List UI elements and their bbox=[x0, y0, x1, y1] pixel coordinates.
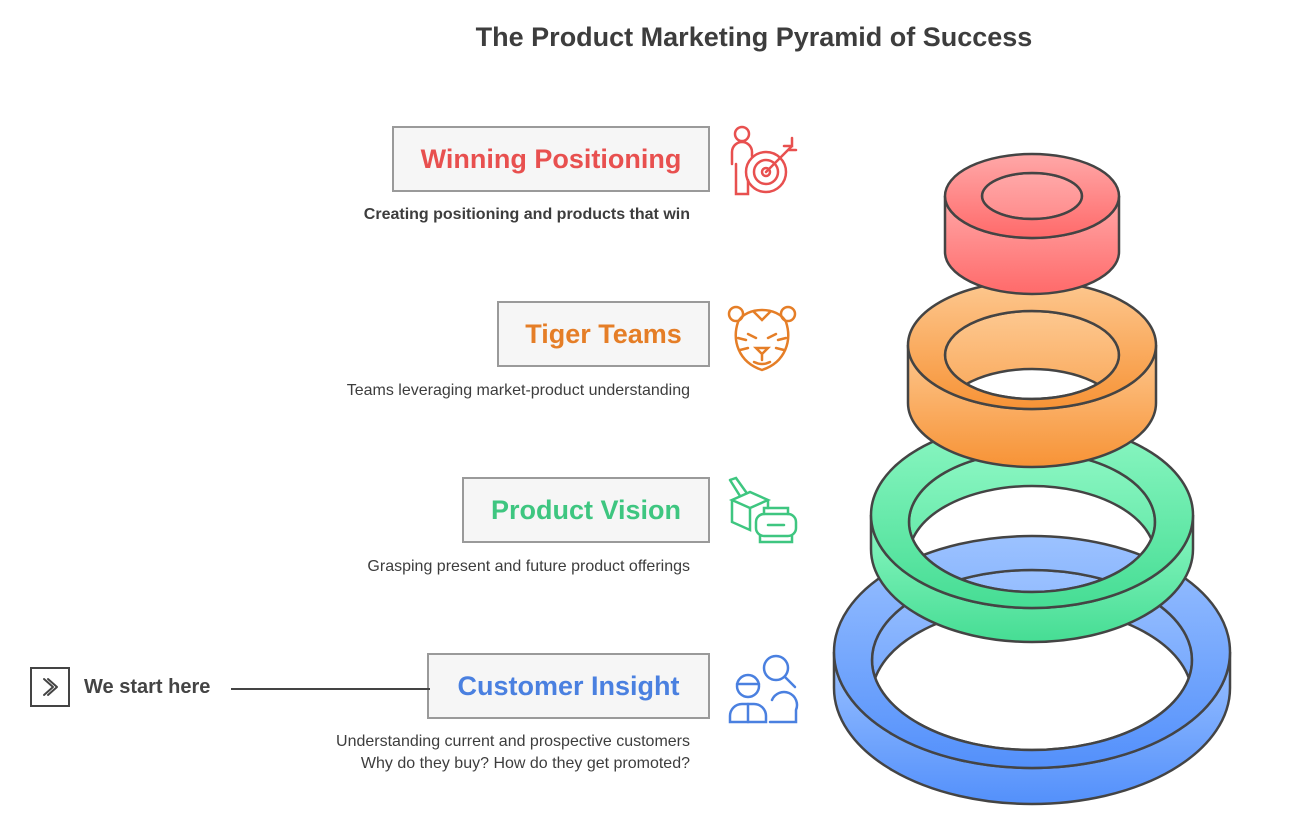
tiger-icon bbox=[727, 305, 797, 372]
vr-headset-box-icon bbox=[728, 476, 798, 544]
diagram-title: The Product Marketing Pyramid of Success bbox=[475, 22, 1033, 52]
level-box-product-vision: Product Vision bbox=[462, 477, 710, 543]
level-box-customer-insight: Customer Insight bbox=[427, 653, 710, 719]
start-marker: We start here bbox=[30, 667, 210, 707]
ring-tiger-teams-top bbox=[906, 279, 1158, 411]
level-label: Winning Positioning bbox=[420, 143, 682, 174]
level-box-winning-positioning: Winning Positioning bbox=[392, 126, 710, 192]
start-connector-line bbox=[231, 688, 430, 690]
level-label: Customer Insight bbox=[457, 670, 680, 701]
level-description: Understanding current and prospective cu… bbox=[336, 731, 690, 775]
level-description-line: Why do they buy? How do they get promote… bbox=[360, 755, 690, 772]
level-description: Teams leveraging market-product understa… bbox=[346, 382, 690, 399]
level-label: Product Vision bbox=[490, 494, 682, 525]
target-person-icon bbox=[730, 125, 798, 196]
users-search-icon bbox=[728, 654, 799, 724]
level-box-tiger-teams: Tiger Teams bbox=[497, 301, 710, 367]
level-description: Creating positioning and products that w… bbox=[363, 206, 690, 223]
level-description-line: Understanding current and prospective cu… bbox=[336, 733, 690, 750]
chevron-right-icon bbox=[30, 667, 70, 707]
ring-winning-positioning-top bbox=[943, 152, 1121, 240]
level-description: Grasping present and future product offe… bbox=[367, 558, 690, 575]
level-label: Tiger Teams bbox=[525, 318, 682, 349]
start-label: We start here bbox=[84, 675, 211, 698]
